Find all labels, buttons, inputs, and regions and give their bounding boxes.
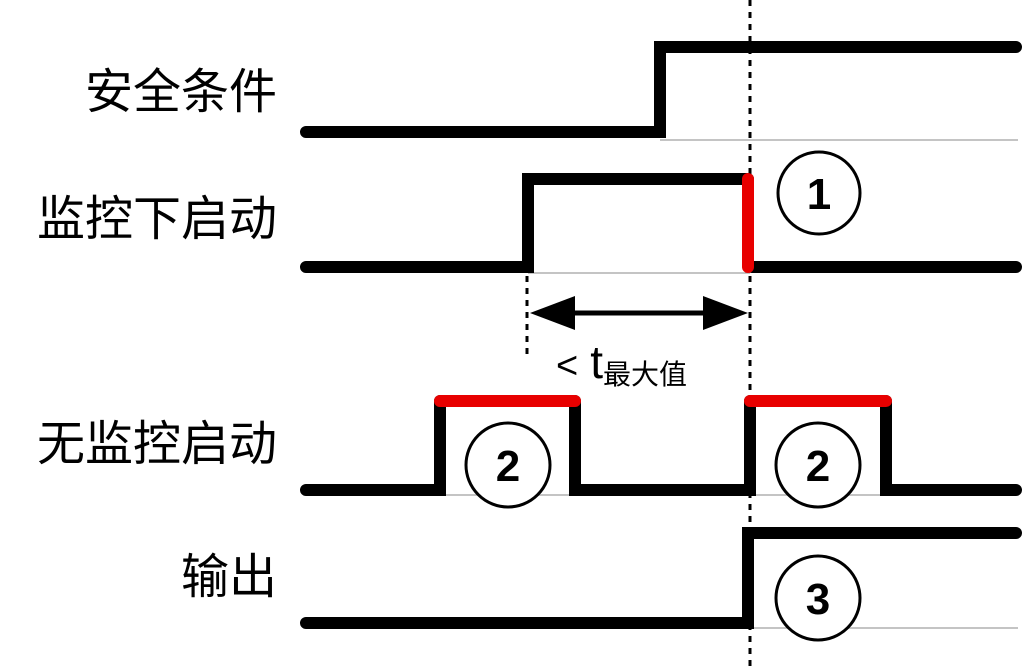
label-safety-condition: 安全条件 bbox=[84, 64, 277, 120]
label-monitored-start: 监控下启动 bbox=[36, 191, 277, 247]
trace-output bbox=[300, 527, 1022, 629]
marker-circle-3 bbox=[774, 554, 862, 642]
marker-circle-2b bbox=[774, 421, 862, 509]
tmax-label: <t最大值 bbox=[556, 336, 687, 391]
label-output: 输出 bbox=[180, 549, 277, 605]
arrowhead-right-icon bbox=[703, 296, 748, 330]
trace-safety-condition bbox=[300, 41, 1022, 138]
marker-circle-1 bbox=[776, 150, 862, 236]
label-unmonitored-start: 无监控启动 bbox=[36, 416, 277, 472]
trace-monitored-start-high bbox=[300, 173, 754, 273]
marker-label-3: 3 bbox=[806, 575, 830, 624]
trace-unmonitored-fall-2 bbox=[880, 395, 1022, 496]
marker-label-1: 1 bbox=[807, 170, 831, 219]
marker-circle-2a bbox=[464, 421, 552, 509]
marker-label-2a: 2 bbox=[496, 442, 520, 491]
trace-unmonitored-mid bbox=[569, 395, 756, 496]
duration-arrow bbox=[530, 296, 748, 330]
arrowhead-left-icon bbox=[530, 296, 575, 330]
markers bbox=[464, 150, 862, 642]
trace-unmonitored-rise-1 bbox=[300, 395, 446, 496]
marker-label-2b: 2 bbox=[806, 442, 830, 491]
